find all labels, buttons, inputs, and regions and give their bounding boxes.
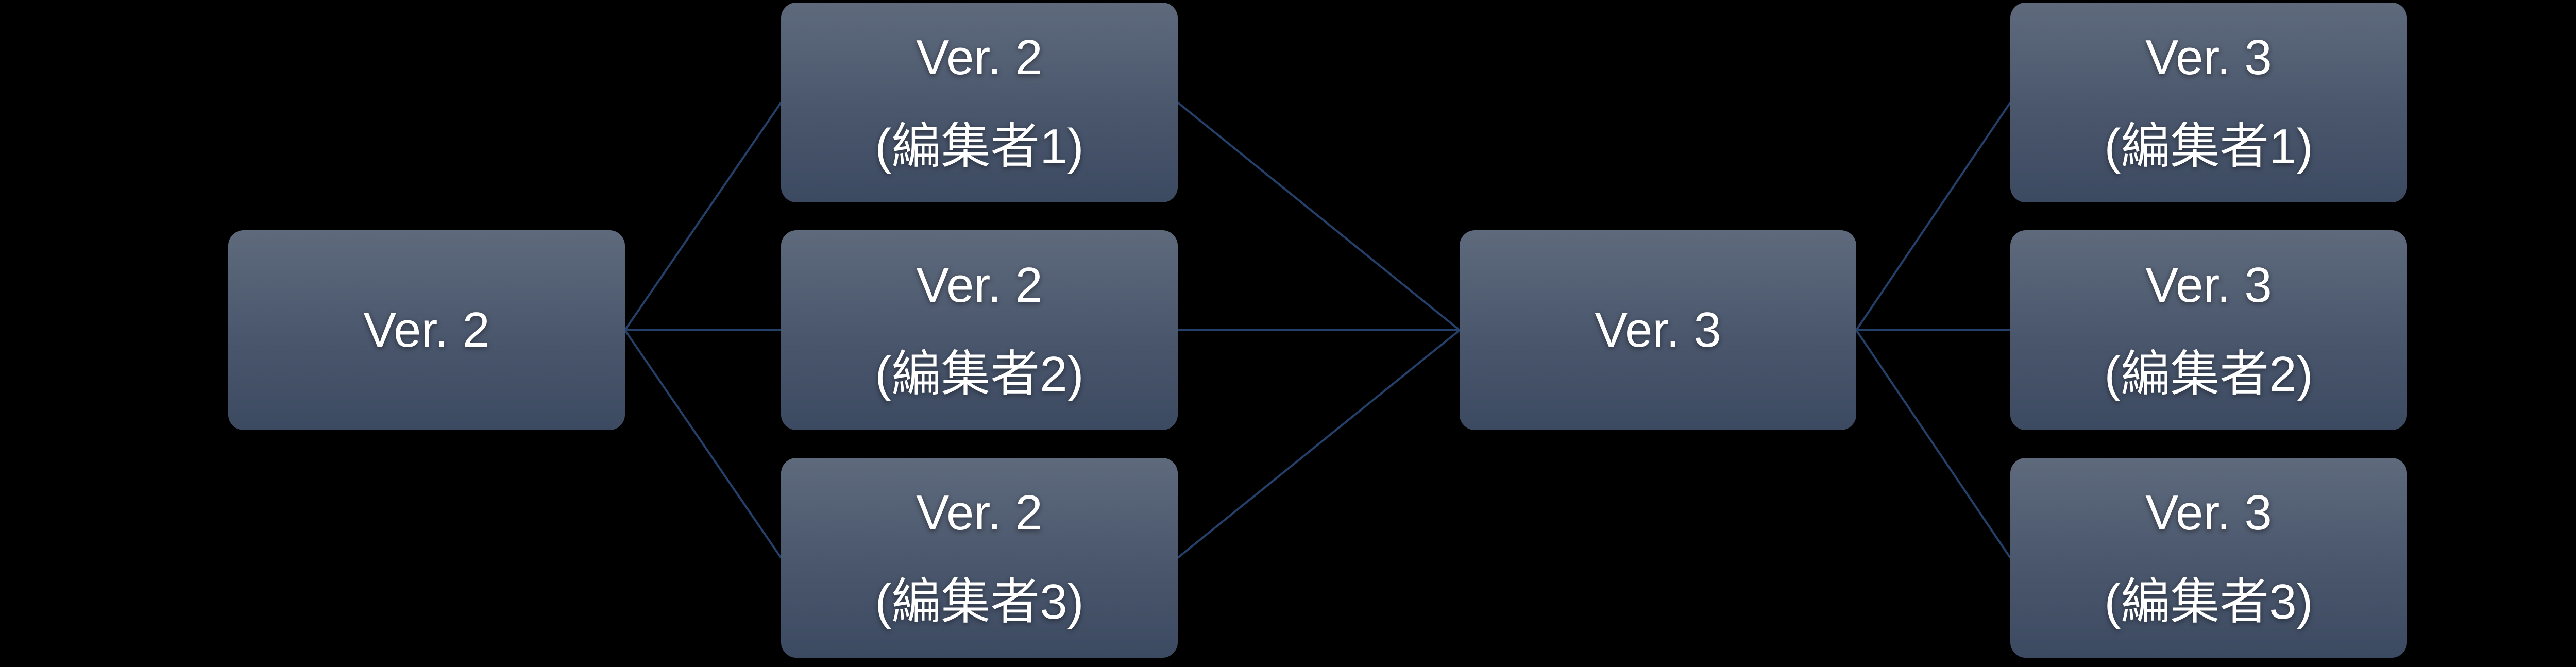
connector-line [624, 329, 782, 559]
connector-line [1855, 101, 2011, 331]
node-label-line1: Ver. 3 [2145, 30, 2272, 85]
node-ver3: Ver. 3 [1460, 230, 1856, 430]
connector-line [1177, 329, 1461, 559]
node-label-line2: (編集者2) [875, 347, 1084, 402]
node-label-line1: Ver. 3 [1595, 302, 1721, 357]
node-label-line1: Ver. 3 [2145, 258, 2272, 313]
node-label-line2: (編集者2) [2104, 347, 2313, 402]
node-ver2-editor2: Ver. 2 (編集者2) [781, 230, 1178, 430]
node-label-line2: (編集者1) [2104, 119, 2313, 174]
node-label-line1: Ver. 2 [916, 30, 1043, 85]
connector-line [624, 101, 782, 331]
node-label-line1: Ver. 3 [2145, 485, 2272, 541]
node-ver2: Ver. 2 [228, 230, 625, 430]
node-ver2-editor3: Ver. 2 (編集者3) [781, 458, 1178, 658]
node-label-line2: (編集者1) [875, 119, 1084, 174]
node-label-line1: Ver. 2 [916, 485, 1043, 541]
node-label-line2: (編集者3) [875, 574, 1084, 629]
node-ver3-editor1: Ver. 3 (編集者1) [2010, 3, 2407, 202]
node-ver3-editor2: Ver. 3 (編集者2) [2010, 230, 2407, 430]
node-label-line2: (編集者3) [2104, 574, 2313, 629]
node-ver3-editor3: Ver. 3 (編集者3) [2010, 458, 2407, 658]
connector-line [1177, 101, 1461, 331]
node-label-line1: Ver. 2 [363, 302, 490, 357]
node-ver2-editor1: Ver. 2 (編集者1) [781, 3, 1178, 202]
connector-line [1855, 329, 2011, 559]
node-label-line1: Ver. 2 [916, 258, 1043, 313]
